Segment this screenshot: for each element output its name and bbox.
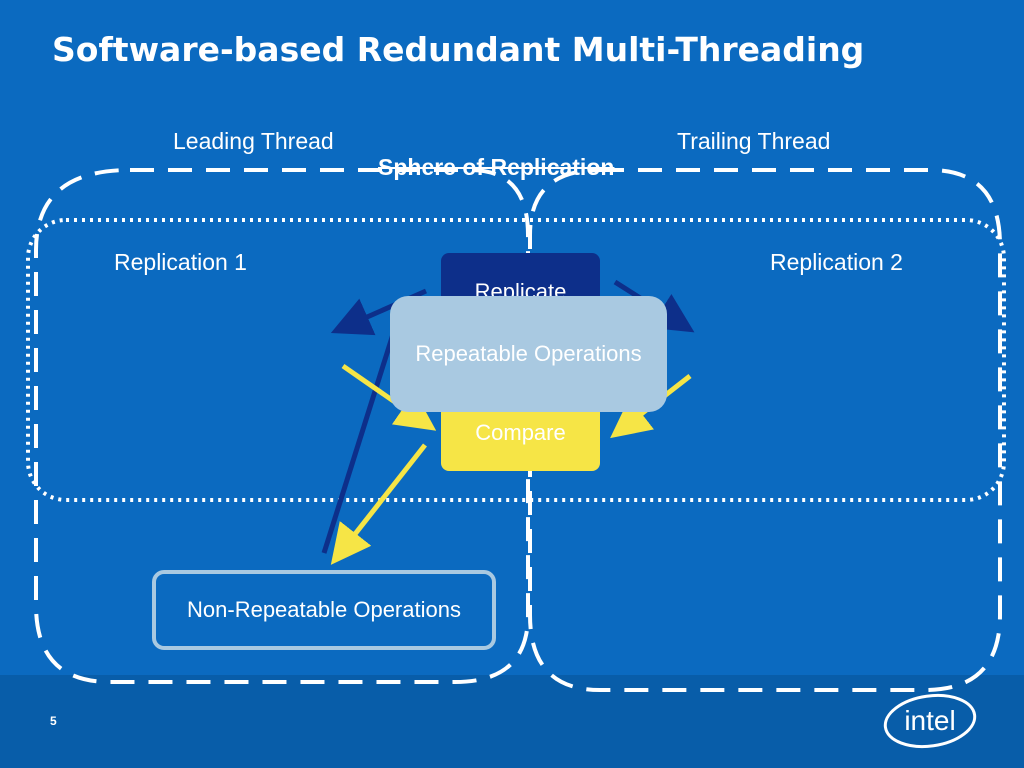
repeatable-operations-label: Repeatable Operations <box>415 341 642 366</box>
non-repeatable-operations-label: Non-Repeatable Operations <box>187 597 461 622</box>
page-number: 5 <box>50 714 57 728</box>
nonrepeatable-to-replicate-line <box>321 311 403 554</box>
compare-to-nonrepeatable-arrow <box>330 443 427 565</box>
trailing-thread-label: Trailing Thread <box>677 128 831 154</box>
repeatable-operations-box: Repeatable Operations <box>390 296 667 412</box>
compare-label: Compare <box>475 420 566 445</box>
sphere-of-replication-label: Sphere of Replication <box>378 154 615 180</box>
intel-logo: intel <box>883 693 977 749</box>
slide-title: Software-based Redundant Multi-Threading <box>52 30 865 69</box>
leading-thread-label: Leading Thread <box>173 128 334 154</box>
replication-1-label: Replication 1 <box>114 249 247 275</box>
replication-2-label: Replication 2 <box>770 249 903 275</box>
leading-to-compare-arrow <box>341 363 437 431</box>
leading-thread-region <box>34 168 530 684</box>
non-repeatable-operations-box: Non-Repeatable Operations <box>152 570 496 650</box>
trailing-thread-region <box>528 168 1002 692</box>
intel-logo-text: intel <box>904 705 955 736</box>
sphere-of-replication-region <box>26 218 1006 502</box>
